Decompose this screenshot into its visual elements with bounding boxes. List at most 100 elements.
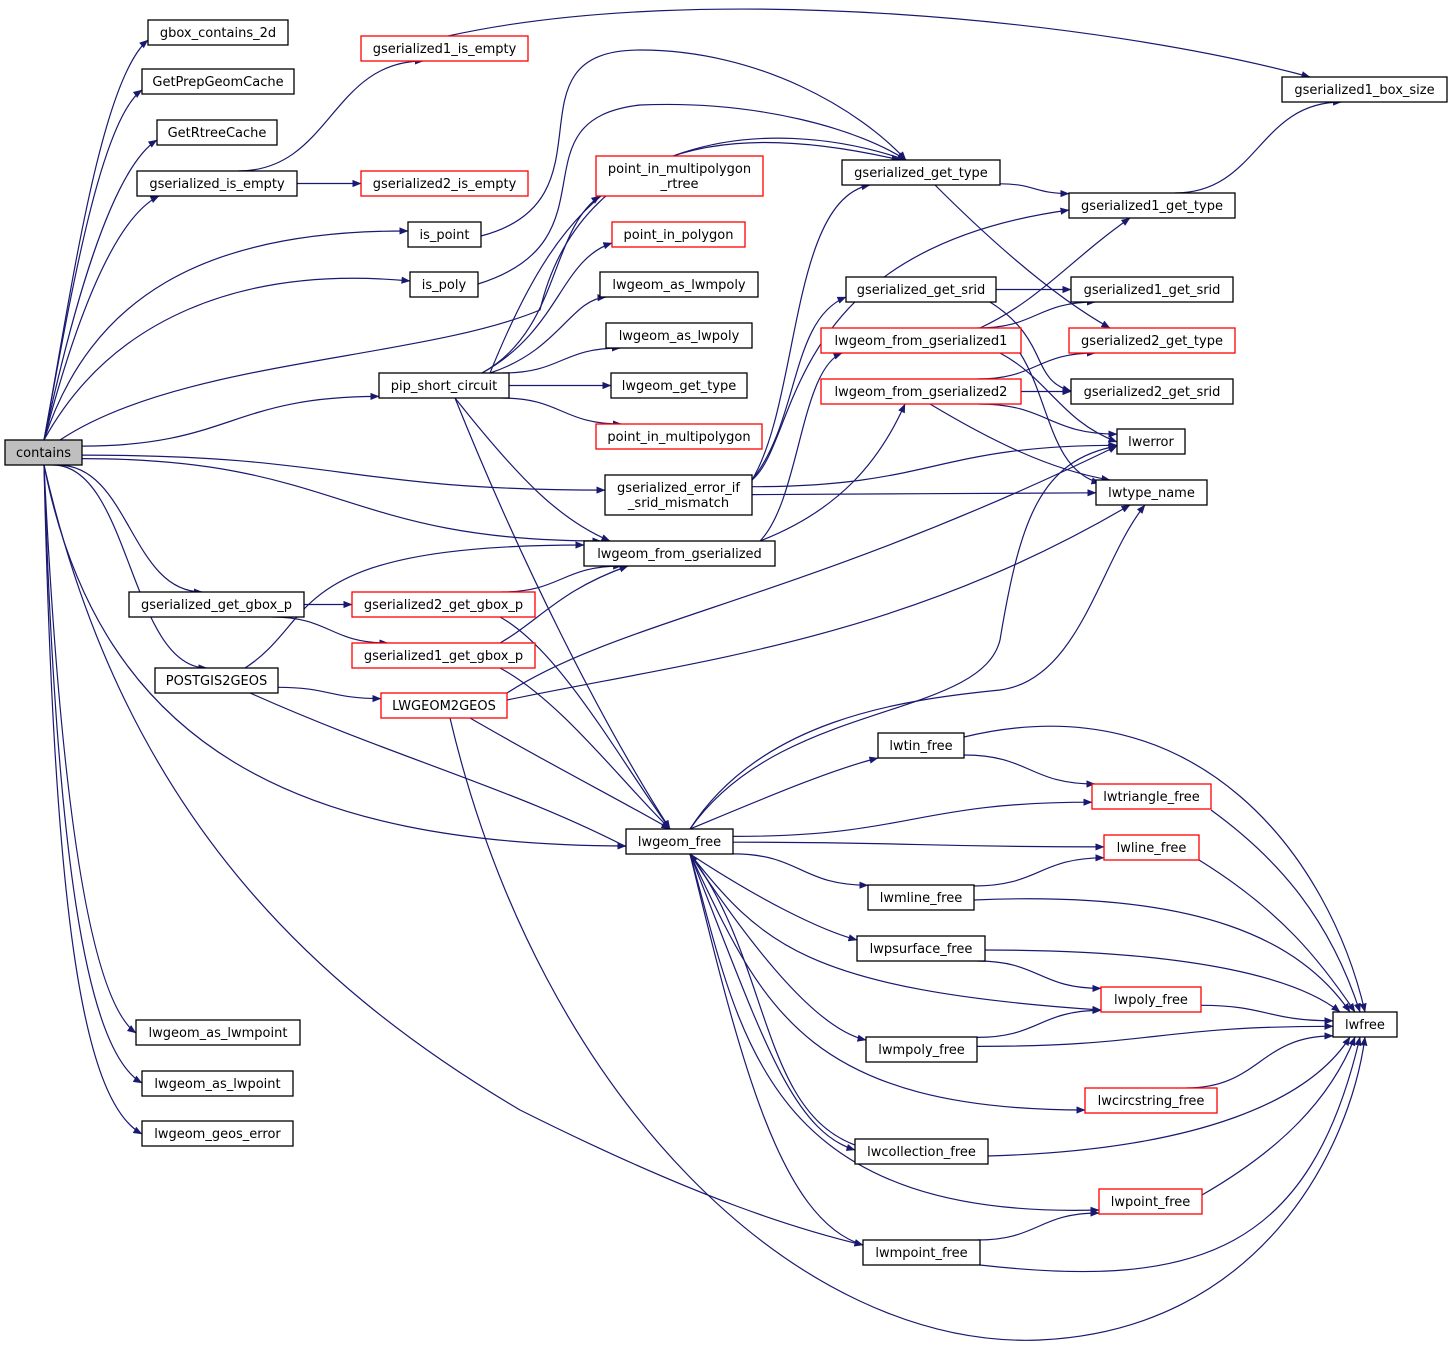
node-gserialized1_get_srid[interactable]: gserialized1_get_srid — [1070, 276, 1234, 303]
node-label: lwgeom_free — [638, 835, 721, 850]
node-gserialized1_get_type[interactable]: gserialized1_get_type — [1068, 192, 1236, 219]
node-box — [1084, 1087, 1218, 1114]
node-lwgeom_from_gserialized2[interactable]: lwgeom_from_gserialized2 — [820, 378, 1022, 405]
edge-gserialized_error_if_srid_mismatch-to-gserialized_get_srid — [751, 296, 847, 481]
node-gbox_contains_2d[interactable]: gbox_contains_2d — [147, 19, 289, 46]
node-point_in_multipolygon[interactable]: point_in_multipolygon — [595, 423, 763, 450]
node-lwpoly_free[interactable]: lwpoly_free — [1100, 986, 1202, 1013]
node-lwgeom_as_lwpoint[interactable]: lwgeom_as_lwpoint — [141, 1070, 294, 1097]
edge-contains-to-lwgeom_geos_error — [43, 464, 143, 1135]
node-box — [1070, 276, 1234, 303]
node-label: lwtype_name — [1108, 486, 1195, 501]
edge-POSTGIS2GEOS-to-LWGEOM2GEOS — [277, 686, 382, 703]
node-is_poly[interactable]: is_poly — [409, 271, 479, 298]
edge-contains-to-GetPrepGeomCache — [43, 89, 143, 441]
node-gserialized_get_gbox_p[interactable]: gserialized_get_gbox_p — [128, 591, 305, 618]
node-label: contains — [16, 446, 71, 461]
node-gserialized2_get_type[interactable]: gserialized2_get_type — [1068, 327, 1236, 354]
node-box — [156, 119, 278, 146]
node-gserialized_get_srid[interactable]: gserialized_get_srid — [845, 276, 997, 303]
node-LWGEOM2GEOS[interactable]: LWGEOM2GEOS — [380, 692, 508, 719]
node-gserialized1_box_size[interactable]: gserialized1_box_size — [1281, 76, 1448, 103]
node-gserialized1_is_empty[interactable]: gserialized1_is_empty — [360, 35, 529, 62]
edge-lwgeom_free-to-lwline_free — [732, 841, 1105, 851]
edge-lwgeom_from_gserialized-to-lwgeom_from_gserialized1 — [759, 352, 843, 542]
node-lwgeom_geos_error[interactable]: lwgeom_geos_error — [141, 1120, 294, 1147]
node-box — [820, 378, 1022, 405]
node-label: gserialized_error_if — [617, 481, 740, 496]
node-label: lwgeom_geos_error — [154, 1127, 281, 1142]
edge-pip_short_circuit-to-point_in_multipolygon — [501, 397, 622, 428]
node-GetPrepGeomCache[interactable]: GetPrepGeomCache — [141, 68, 295, 95]
edge-contains-to-gserialized_get_type — [59, 137, 907, 441]
node-box — [867, 884, 975, 911]
node-label: lwpoly_free — [1114, 993, 1188, 1008]
node-gserialized2_get_gbox_p[interactable]: gserialized2_get_gbox_p — [351, 591, 536, 618]
edge-contains-to-GetRtreeCache — [43, 139, 158, 441]
node-box — [141, 68, 295, 95]
node-gserialized2_get_srid[interactable]: gserialized2_get_srid — [1070, 378, 1234, 405]
node-label: lwpsurface_free — [870, 942, 973, 957]
node-POSTGIS2GEOS[interactable]: POSTGIS2GEOS — [154, 667, 279, 694]
edge-lwgeom_from_gserialized2-to-lwtype_name — [929, 403, 1111, 483]
node-lwtype_name[interactable]: lwtype_name — [1095, 479, 1208, 506]
node-lwpsurface_free[interactable]: lwpsurface_free — [856, 935, 986, 962]
node-lwgeom_as_lwmpoly[interactable]: lwgeom_as_lwmpoly — [599, 271, 759, 298]
node-pip_short_circuit[interactable]: pip_short_circuit — [378, 372, 510, 399]
node-label: LWGEOM2GEOS — [392, 699, 496, 714]
edge-pip_short_circuit-to-point_in_polygon — [481, 242, 613, 374]
edge-lwgeom_free-to-lwerror — [689, 443, 1118, 830]
node-is_point[interactable]: is_point — [407, 221, 482, 248]
node-point_in_polygon[interactable]: point_in_polygon — [611, 221, 746, 248]
node-lwgeom_from_gserialized[interactable]: lwgeom_from_gserialized — [583, 540, 776, 567]
node-lwgeom_as_lwpoly[interactable]: lwgeom_as_lwpoly — [605, 322, 753, 349]
node-gserialized1_get_gbox_p[interactable]: gserialized1_get_gbox_p — [351, 642, 536, 669]
edge-lwgeom_from_gserialized1-to-lwtype_name — [1019, 352, 1101, 485]
node-lwgeom_as_lwmpoint[interactable]: lwgeom_as_lwmpoint — [135, 1019, 301, 1046]
node-contains[interactable]: contains — [4, 439, 83, 466]
node-label: lwtin_free — [889, 739, 952, 754]
node-label: is_point — [419, 228, 469, 243]
edges-layer — [43, 8, 1368, 1341]
node-lwfree[interactable]: lwfree — [1332, 1011, 1398, 1038]
edge-contains-to-POSTGIS2GEOS — [52, 464, 208, 672]
edge-gserialized_error_if_srid_mismatch-to-lwerror — [751, 441, 1118, 488]
edge-contains-to-lwgeom_as_lwmpoint — [43, 464, 137, 1034]
node-box — [595, 155, 764, 197]
node-box — [625, 828, 734, 855]
node-gserialized_error_if_srid_mismatch[interactable]: gserialized_error_if_srid_mismatch — [604, 474, 753, 516]
node-lwcollection_free[interactable]: lwcollection_free — [854, 1138, 989, 1165]
node-gserialized_is_empty[interactable]: gserialized_is_empty — [136, 170, 298, 197]
node-lwline_free[interactable]: lwline_free — [1103, 834, 1200, 861]
edge-gserialized_error_if_srid_mismatch-to-lwtype_name — [751, 489, 1097, 497]
node-lwpoint_free[interactable]: lwpoint_free — [1098, 1188, 1203, 1215]
node-point_in_multipolygon_rtree[interactable]: point_in_multipolygon_rtree — [595, 155, 764, 197]
node-box — [380, 692, 508, 719]
edge-LWGEOM2GEOS-to-lwgeom_free — [469, 717, 671, 830]
node-lwgeom_get_type[interactable]: lwgeom_get_type — [610, 372, 748, 399]
edge-lwmline_free-to-lwfree — [973, 898, 1351, 1013]
node-lwcircstring_free[interactable]: lwcircstring_free — [1084, 1087, 1218, 1114]
edge-gserialized1_get_gbox_p-to-lwgeom_free — [499, 667, 671, 830]
node-box — [604, 474, 753, 516]
node-lwgeom_free[interactable]: lwgeom_free — [625, 828, 734, 855]
node-lwtriangle_free[interactable]: lwtriangle_free — [1091, 783, 1212, 810]
edge-pip_short_circuit-to-lwgeom_from_gserialized — [454, 397, 611, 542]
node-gserialized_get_type[interactable]: gserialized_get_type — [841, 159, 1001, 186]
node-lwerror[interactable]: lwerror — [1116, 428, 1186, 455]
node-lwtin_free[interactable]: lwtin_free — [877, 732, 965, 759]
node-lwgeom_from_gserialized1[interactable]: lwgeom_from_gserialized1 — [820, 327, 1022, 354]
node-label: lwtriangle_free — [1103, 790, 1200, 805]
node-label: gserialized1_get_gbox_p — [364, 649, 523, 664]
edge-lwmpoly_free-to-lwpoly_free — [976, 1006, 1102, 1038]
node-GetRtreeCache[interactable]: GetRtreeCache — [156, 119, 278, 146]
node-lwmpoint_free[interactable]: lwmpoint_free — [862, 1239, 981, 1266]
node-gserialized2_is_empty[interactable]: gserialized2_is_empty — [360, 170, 529, 197]
node-label: POSTGIS2GEOS — [166, 674, 267, 689]
edge-lwcircstring_free-to-lwfree — [1186, 1032, 1334, 1089]
node-box — [1103, 834, 1200, 861]
node-lwmpoly_free[interactable]: lwmpoly_free — [865, 1036, 978, 1063]
node-label: point_in_polygon — [624, 228, 734, 243]
node-label: _srid_mismatch — [627, 496, 729, 511]
node-lwmline_free[interactable]: lwmline_free — [867, 884, 975, 911]
